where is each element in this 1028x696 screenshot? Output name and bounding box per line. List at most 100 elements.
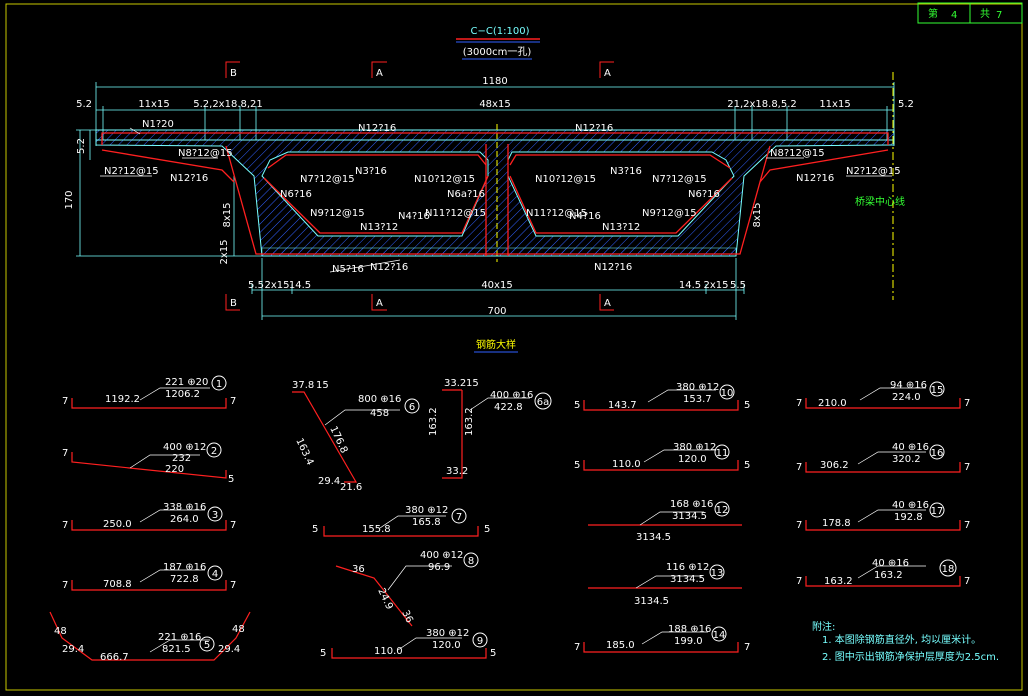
label-n12-top-right: N12?16 [575, 123, 613, 134]
label-n2-left: N2?12@15 [104, 166, 159, 177]
label-bars-3-seg: 708.8 [103, 579, 132, 590]
label-n2-right: N2?12@15 [846, 166, 901, 177]
dim-right-edge: 5.2 [898, 99, 914, 110]
label-bars-3-hook_l: 7 [62, 580, 68, 591]
label-bars-8-spec: 400 ⊕12 [420, 550, 463, 561]
label-n12-side-right: N12?16 [796, 173, 834, 184]
label-bars-0-hook_r: 7 [230, 396, 236, 407]
label-bars-1-seg: 220 [165, 464, 184, 475]
label-bars-17-hook_l: 7 [796, 520, 802, 531]
label-bars-2-no: 3 [212, 510, 218, 521]
label-bars-13-no: 13 [711, 568, 724, 579]
dim-overall-top: 1180 [482, 76, 507, 87]
bar-detail-12: 168 ⊕16 3134.5 3134.5 12 [588, 499, 742, 543]
label-bars-7-spec: 380 ⊕12 [405, 505, 448, 516]
label-bars-6-e: 33.2 [446, 466, 468, 477]
label-bars-4-c: 29.4 [218, 644, 240, 655]
dim-web-right: 8x15 [752, 202, 763, 227]
label-n13-left: N13?12 [360, 222, 398, 233]
label-bars-6-d: 163.2 [464, 407, 475, 436]
label-bars-16-hook_r: 7 [964, 462, 970, 473]
label-bars-4-spec: 221 ⊕16 [158, 632, 201, 643]
label-bars-0-len: 1206.2 [165, 389, 200, 400]
label-n6-right: N6?16 [688, 189, 720, 200]
label-bars-4-no: 5 [204, 640, 210, 651]
label-bars-18-seg: 163.2 [824, 576, 853, 587]
label-bars-9-hook_r: 5 [490, 648, 496, 659]
sheet-label: 第 [928, 7, 938, 20]
label-bars-2-len: 264.0 [170, 514, 199, 525]
mark-b-top: B [230, 68, 237, 79]
label-bars-12-spec: 168 ⊕16 [670, 499, 713, 510]
label-bars-6-no: 6a [537, 397, 550, 408]
bar-detail-9: 5 5 110.0 380 ⊕12 120.0 9 [320, 628, 496, 659]
bar-detail-8: 36 24.9 36 400 ⊕12 96.9 8 [335, 550, 479, 627]
label-bars-4-len: 821.5 [162, 644, 191, 655]
label-n1: N1?20 [142, 119, 174, 130]
label-bars-10-no: 10 [721, 388, 734, 399]
label-n6-left: N6?16 [280, 189, 312, 200]
label-n9-right: N9?12@15 [642, 208, 697, 219]
label-bars-15-seg: 210.0 [818, 398, 847, 409]
label-bars-11-hook_r: 5 [744, 460, 750, 471]
label-bars-2-hook_r: 7 [230, 520, 236, 531]
label-bars-10-len: 153.7 [683, 394, 712, 405]
bar-detail-2: 7 5 400 ⊕12 232 220 2 [62, 442, 234, 485]
label-bars-7-len: 165.8 [412, 517, 441, 528]
label-bars-7-hook_l: 5 [312, 524, 318, 535]
label-bars-4-seg: 666.7 [100, 652, 129, 663]
label-bars-18-len: 163.2 [874, 570, 903, 581]
label-bars-14-seg: 185.0 [606, 640, 635, 651]
label-n4-left: N4?16 [398, 211, 430, 222]
label-bars-4-b: 29.4 [62, 644, 84, 655]
label-bars-5-len: 458 [370, 408, 389, 419]
label-bars-5-no: 6 [409, 402, 415, 413]
label-bars-5-f: 21.6 [340, 482, 362, 493]
label-n12-bottom-left: N12?16 [370, 262, 408, 273]
label-bars-12-seg: 3134.5 [636, 532, 671, 543]
label-n3-right: N3?16 [610, 166, 642, 177]
label-bars-15-spec: 94 ⊕16 [890, 380, 927, 391]
label-bars-17-seg: 178.8 [822, 518, 851, 529]
label-bars-13-len: 3134.5 [670, 574, 705, 585]
label-n8-right: N8?12@15 [770, 148, 825, 159]
label-bars-0-hook_l: 7 [62, 396, 68, 407]
label-bars-1-hook_l: 7 [62, 448, 68, 459]
label-bars-6-b: 15 [466, 378, 479, 389]
label-bars-14-no: 14 [713, 630, 726, 641]
label-bars-15-hook_r: 7 [964, 398, 970, 409]
bar-detail-13: 116 ⊕12 3134.5 3134.5 13 [588, 562, 742, 607]
label-bars-5-c: 163.4 [293, 437, 315, 468]
label-bars-8-len: 96.9 [428, 562, 450, 573]
mark-a-bottom-right: A [604, 298, 611, 309]
label-bars-11-spec: 380 ⊕12 [673, 442, 716, 453]
label-bars-1-spec: 400 ⊕12 [163, 442, 206, 453]
mark-a-bottom-left: A [376, 298, 383, 309]
label-bars-3-no: 4 [212, 569, 218, 580]
label-bars-17-len: 192.8 [894, 512, 923, 523]
label-bars-1-no: 2 [211, 446, 217, 457]
label-bars-10-hook_l: 5 [574, 400, 580, 411]
section-leaders [100, 127, 892, 273]
label-bars-8-a: 36 [352, 564, 365, 575]
label-bars-5-a: 37.8 [292, 380, 314, 391]
label-bars-7-hook_r: 5 [484, 524, 490, 535]
bar-detail-1: 7 7 1192.2 221 ⊕20 1206.2 1 [62, 375, 236, 409]
label-bars-3-len: 722.8 [170, 574, 199, 585]
bar-detail-17: 7 7 178.8 40 ⊕16 192.8 17 [796, 500, 970, 531]
label-bars-10-spec: 380 ⊕12 [676, 382, 719, 393]
title-block: 第 4 共 7 [917, 2, 1023, 24]
detail-title: 钢筋大样 [476, 338, 516, 351]
section-rebar [101, 132, 889, 256]
label-bars-8-c: 36 [399, 609, 414, 625]
dim-middle: 48x15 [479, 99, 510, 110]
label-bars-6-a: 33.2 [444, 378, 466, 389]
dim-bottom-overall: 700 [487, 306, 506, 317]
label-n13-right: N13?12 [602, 222, 640, 233]
dim-bottom-edge-left: 5.5 [248, 280, 264, 291]
section-marks [225, 61, 614, 311]
total-label: 共 [980, 8, 990, 20]
label-bars-9-len: 120.0 [432, 640, 461, 651]
label-bars-15-no: 15 [931, 385, 944, 396]
